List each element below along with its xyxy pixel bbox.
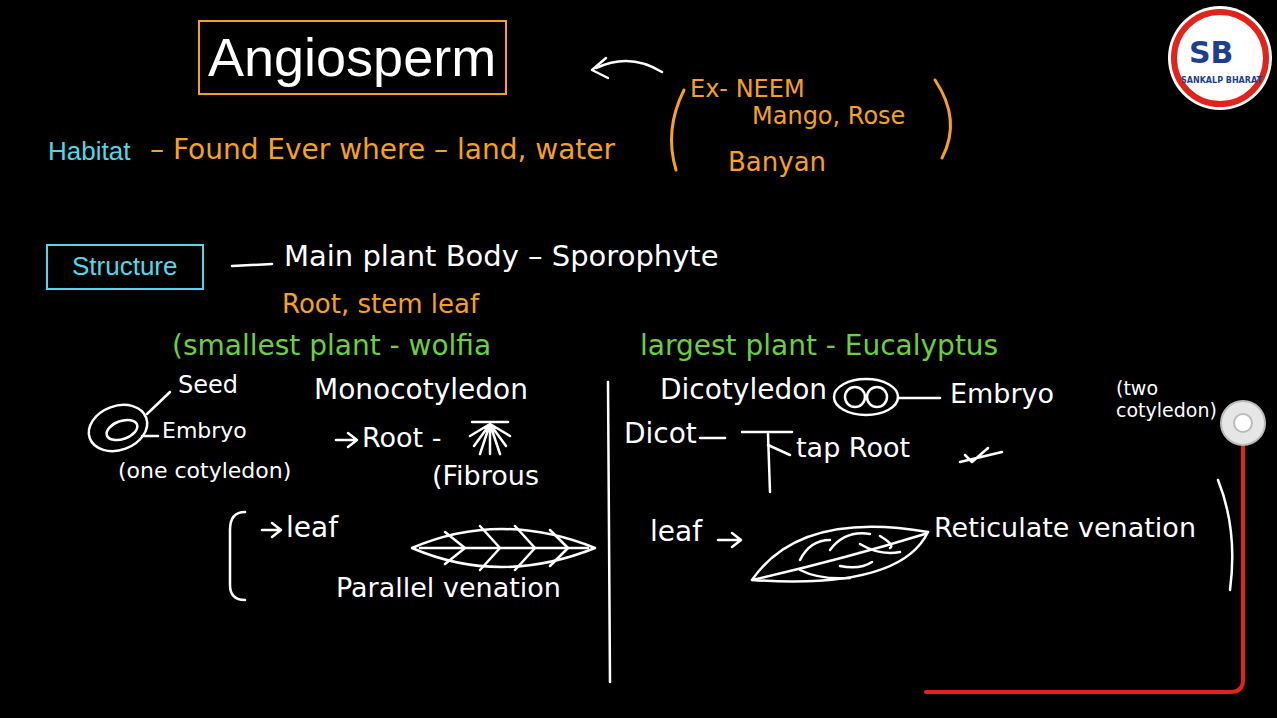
habitat-text: – Found Ever where – land, water	[150, 134, 615, 166]
note: tap Root	[796, 432, 910, 463]
pointer-widget	[926, 401, 1265, 692]
example: Mango, Rose	[752, 103, 905, 131]
section-label: Habitat	[48, 137, 130, 167]
close-paren	[935, 80, 951, 158]
taproot-symbol	[742, 432, 792, 492]
part-name: leaf	[650, 516, 702, 548]
note: (two cotyledon)	[1116, 378, 1210, 422]
small-arrow	[262, 523, 281, 537]
note: Main plant Body – Sporophyte	[284, 240, 719, 273]
monocot-seed	[82, 392, 170, 459]
logo-ring-text: SANKALP BHARAT	[1181, 76, 1262, 85]
check-mark	[960, 448, 1002, 462]
part-name: Seed	[178, 372, 238, 400]
example: Banyan	[728, 148, 826, 178]
part-name: Embryo	[950, 378, 1054, 409]
bracket	[230, 512, 245, 600]
title-box: Angiosperm	[198, 20, 507, 95]
example: Ex- NEEM	[690, 76, 805, 104]
note: (Fibrous	[432, 460, 539, 491]
close-paren	[1218, 480, 1232, 590]
dash	[232, 264, 272, 266]
logo-letters: SB	[1189, 36, 1233, 71]
section-box: Structure	[46, 244, 204, 290]
small-arrow	[718, 533, 741, 547]
part-name: Embryo	[162, 418, 247, 443]
pointer-arrow	[596, 61, 662, 72]
part-name: leaf	[286, 512, 338, 544]
open-paren	[672, 90, 685, 170]
fibrous-root-symbol	[470, 422, 510, 454]
note: Root, stem leaf	[282, 290, 479, 320]
box-text: Structure	[72, 252, 178, 282]
note: Parallel venation	[336, 572, 561, 603]
group-heading: Monocotyledon	[314, 374, 528, 406]
note: (one cotyledon)	[118, 458, 291, 483]
note: (smallest plant - wolfia	[172, 330, 491, 362]
logo	[1168, 6, 1272, 110]
dicot-seed	[834, 379, 940, 415]
dash	[700, 437, 725, 440]
box-text: Angiosperm	[208, 26, 496, 88]
arrow-head	[592, 58, 608, 78]
reticulate-leaf	[752, 527, 928, 582]
parallel-leaf	[412, 526, 595, 570]
group-heading: Dicotyledon	[660, 374, 827, 406]
note: largest plant - Eucalyptus	[640, 330, 998, 362]
part-name: Dicot	[624, 418, 697, 450]
divider	[608, 382, 610, 682]
small-arrow	[336, 433, 357, 447]
part-name: Root -	[362, 422, 442, 453]
note: Reticulate venation	[934, 512, 1196, 543]
